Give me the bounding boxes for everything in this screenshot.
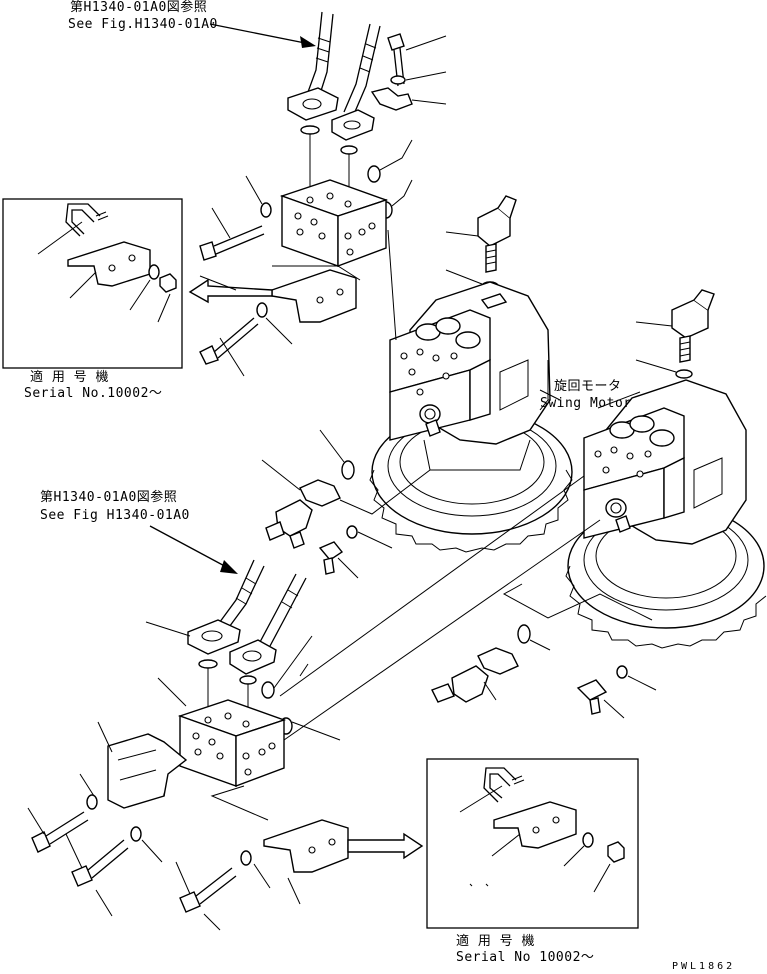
lower-inset-box: [426, 758, 639, 929]
lower-serial-number: Serial No 10002～: [456, 950, 595, 965]
upper-flange-right: [331, 109, 375, 141]
swing-motor-2: [565, 379, 767, 649]
upper-serial-number: Serial No.10002～: [24, 386, 163, 401]
swing-motor-label-en: Swing Motor: [540, 396, 632, 411]
mid-reference-en: See Fig H1340-01A0: [40, 508, 190, 523]
upper-bracket: [271, 269, 357, 323]
right-pressure-sensor: [671, 289, 715, 363]
upper-split-clamp: [370, 87, 413, 111]
top-reference-en: See Fig.H1340-01A0: [68, 17, 218, 32]
upper-bolt: [387, 33, 405, 87]
lower-bolt-3: [179, 867, 237, 913]
lower-manifold-block: [177, 699, 287, 788]
lower-flange-left: [187, 619, 241, 655]
swing-motor-1: [369, 281, 573, 553]
lower-flange-right: [229, 639, 277, 675]
upper-small-fitting: [318, 541, 344, 575]
upper-manifold-block: [279, 179, 389, 268]
upper-inset-bracket: [67, 241, 151, 287]
upper-hose-left: [307, 11, 334, 95]
upper-washer: [390, 75, 406, 85]
upper-flange-left: [287, 87, 339, 121]
lower-hose-left: [213, 559, 265, 635]
lower-guard-plate: [107, 733, 188, 809]
lower-bolt-1: [31, 811, 89, 853]
upper-lower-bolt: [199, 317, 259, 365]
upper-hose-right: [343, 23, 381, 115]
swing-motor-label-ja: 旋回モータ: [554, 379, 622, 394]
upper-block-bolt: [199, 225, 265, 261]
lower-small-fitting: [576, 679, 608, 715]
lower-bolt-2: [71, 839, 129, 887]
mid-reference-ja: 第H1340-01A0図参照: [40, 490, 178, 505]
upper-pressure-sensor: [477, 195, 517, 273]
upper-inset-box: [2, 198, 183, 369]
lower-serial-model-label: 適 用 号 機: [456, 934, 535, 949]
top-reference-ja: 第H1340-01A0図参照: [70, 0, 208, 15]
upper-arrow: [188, 278, 273, 304]
lower-arrow: [347, 832, 424, 860]
lower-bracket: [263, 819, 349, 873]
lower-hose-right: [259, 573, 307, 647]
lower-inset-bracket: [493, 801, 577, 849]
upper-serial-model-label: 適 用 号 機: [30, 370, 109, 385]
upper-elbow-sensor: [265, 479, 341, 549]
lower-elbow-sensor: [431, 647, 519, 703]
drawing-code: PWL1862: [672, 961, 736, 972]
